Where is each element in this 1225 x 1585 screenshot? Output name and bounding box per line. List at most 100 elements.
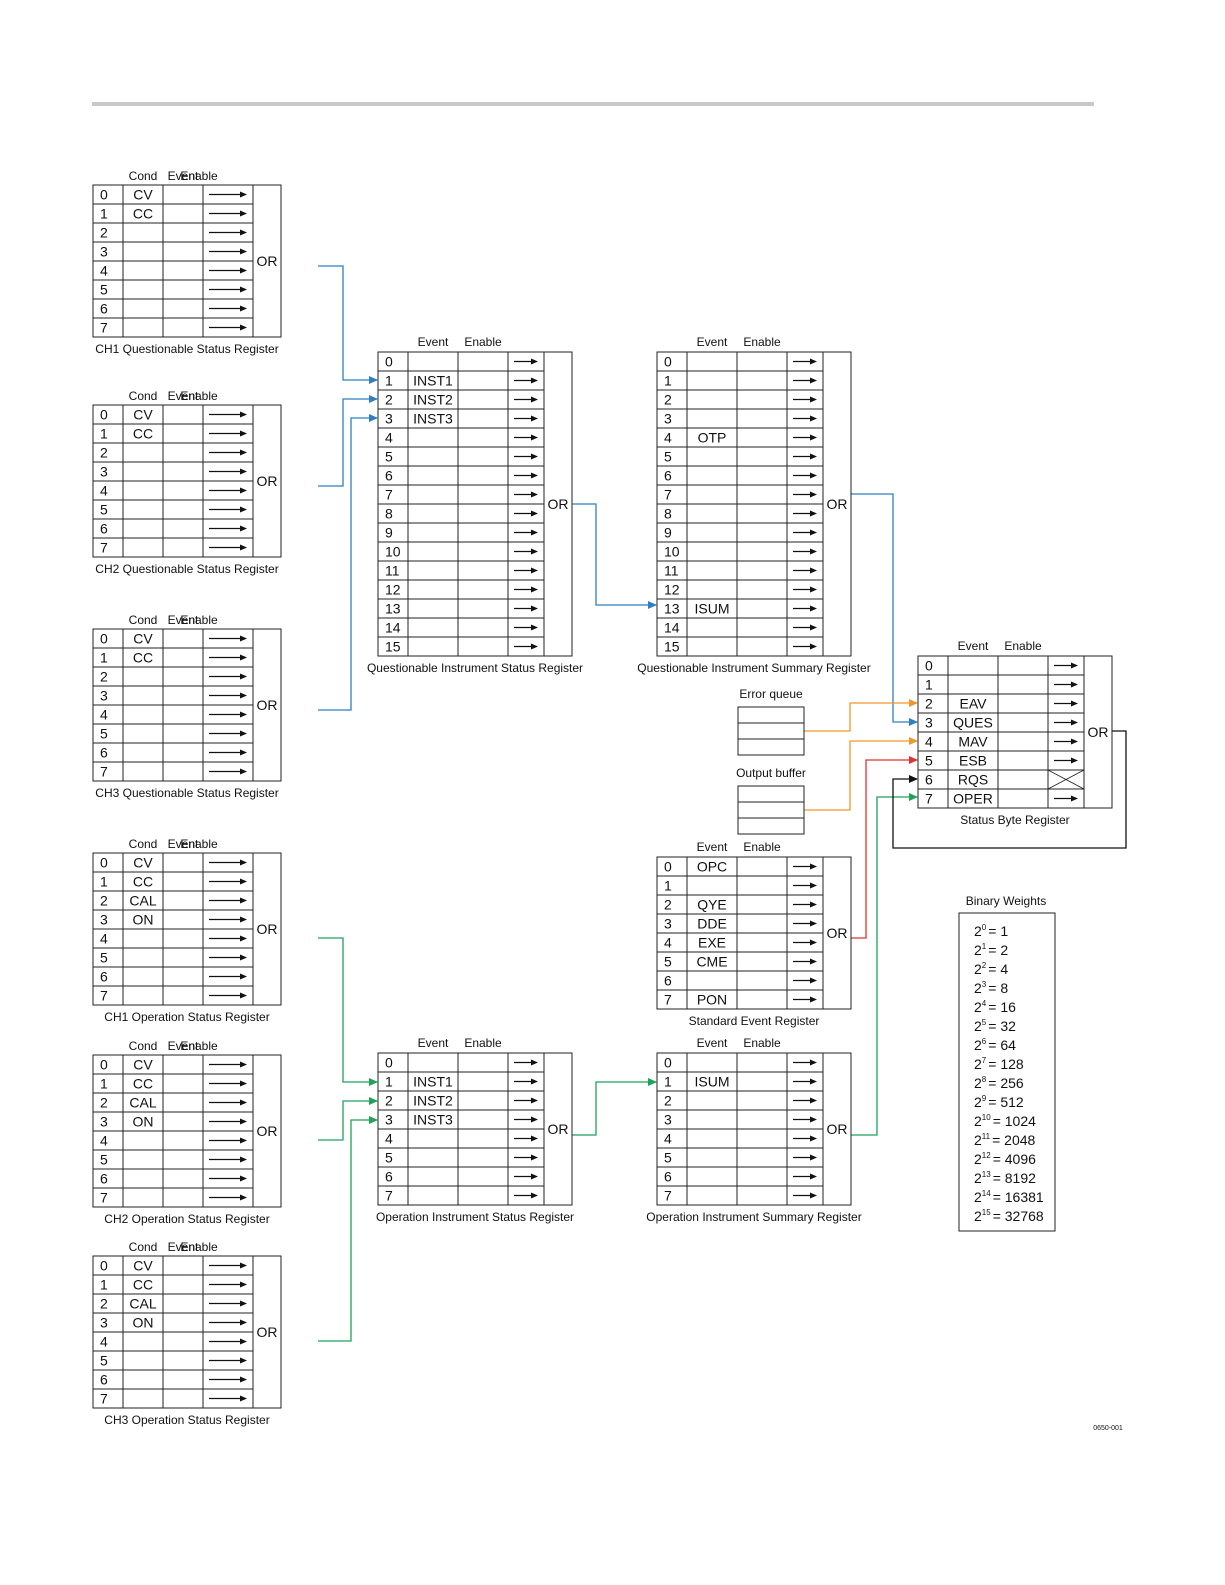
header-event: Event xyxy=(697,840,728,854)
enable-arrowhead xyxy=(240,191,247,198)
enable-arrowhead xyxy=(240,749,247,756)
bit-number: 2 xyxy=(100,1095,108,1111)
bit-number: 3 xyxy=(664,411,672,427)
bit-label: CV xyxy=(133,631,153,647)
bit-label: ISUM xyxy=(695,601,730,617)
bit-label: INST2 xyxy=(413,392,453,408)
bit-number: 2 xyxy=(664,392,672,408)
enable-arrowhead xyxy=(240,411,247,418)
enable-arrowhead xyxy=(810,624,817,631)
enable-arrowhead xyxy=(531,1192,538,1199)
enable-arrowhead xyxy=(810,1173,817,1180)
enable-arrowhead xyxy=(810,586,817,593)
enable-arrowhead xyxy=(531,472,538,479)
bit-number: 0 xyxy=(100,187,108,203)
enable-arrowhead xyxy=(531,567,538,574)
binary-weight-item: 212= 4096 xyxy=(974,1151,1036,1167)
or-label: OR xyxy=(257,253,278,269)
bit-number: 3 xyxy=(664,916,672,932)
bit-number: 0 xyxy=(100,1258,108,1274)
bit-number: 12 xyxy=(385,582,401,598)
binary-weight-item: 29= 512 xyxy=(974,1094,1024,1110)
enable-arrowhead xyxy=(810,1192,817,1199)
bit-number: 5 xyxy=(100,1353,108,1369)
connector-sbr-feedback xyxy=(892,730,1127,849)
enable-arrowhead xyxy=(531,1154,538,1161)
enable-arrowhead xyxy=(531,1059,538,1066)
enable-arrowhead xyxy=(1071,681,1078,688)
bit-number: 3 xyxy=(385,1112,393,1128)
enable-arrowhead xyxy=(240,324,247,331)
bit-number: 6 xyxy=(385,468,393,484)
bit-number: 0 xyxy=(664,354,672,370)
binary-weight-item: 211= 2048 xyxy=(974,1132,1036,1148)
enable-arrowhead xyxy=(240,506,247,513)
bit-number: 6 xyxy=(664,468,672,484)
enable-arrowhead xyxy=(810,358,817,365)
binary-weight-item: 27= 128 xyxy=(974,1056,1024,1072)
enable-arrowhead xyxy=(240,1338,247,1345)
figure-id: 0650-001 xyxy=(1093,1425,1123,1432)
enable-arrowhead xyxy=(240,544,247,551)
error-queue-title: Error queue xyxy=(739,687,803,701)
binary-weight-item: 24= 16 xyxy=(974,999,1016,1015)
bit-label: CC xyxy=(133,426,153,442)
bit-label: CV xyxy=(133,855,153,871)
bit-label: INST2 xyxy=(413,1093,453,1109)
enable-arrowhead xyxy=(1071,719,1078,726)
enable-arrowhead xyxy=(810,1116,817,1123)
bit-number: 2 xyxy=(664,1093,672,1109)
bit-number: 1 xyxy=(664,1074,672,1090)
enable-arrowhead xyxy=(810,434,817,441)
header-cond: Cond xyxy=(129,613,158,627)
bit-label: QYE xyxy=(697,897,727,913)
bit-label: CC xyxy=(133,206,153,222)
bit-label: INST3 xyxy=(413,411,453,427)
bit-number: 5 xyxy=(664,1150,672,1166)
enable-arrowhead xyxy=(531,643,538,650)
header-cond: Cond xyxy=(129,389,158,403)
header-event: Event xyxy=(168,837,199,851)
bit-number: 4 xyxy=(925,734,933,750)
enable-arrowhead xyxy=(810,491,817,498)
enable-arrowhead xyxy=(240,730,247,737)
enable-arrowhead xyxy=(810,605,817,612)
enable-arrowhead xyxy=(810,453,817,460)
connector-ch2o-ois xyxy=(318,1097,378,1141)
bit-number: 2 xyxy=(385,392,393,408)
binary-weight-item: 210= 1024 xyxy=(974,1113,1036,1129)
header-event: Event xyxy=(418,1036,449,1050)
bit-number: 6 xyxy=(664,973,672,989)
or-label: OR xyxy=(257,1123,278,1139)
connector-ois-osum xyxy=(571,1078,657,1136)
enable-arrowhead xyxy=(810,643,817,650)
enable-arrowhead xyxy=(240,248,247,255)
bit-number: 0 xyxy=(100,855,108,871)
register-title: Questionable Instrument Summary Register xyxy=(637,661,870,675)
bit-number: 13 xyxy=(664,601,680,617)
enable-arrowhead xyxy=(240,468,247,475)
bit-number: 4 xyxy=(100,483,108,499)
enable-arrowhead xyxy=(240,654,247,661)
register-title: CH2 Questionable Status Register xyxy=(95,562,278,576)
bit-number: 7 xyxy=(100,540,108,556)
header-event: Event xyxy=(168,613,199,627)
connector-ch3o-ois xyxy=(318,1116,378,1342)
bit-number: 5 xyxy=(925,753,933,769)
bit-number: 0 xyxy=(385,354,393,370)
bit-label: CAL xyxy=(129,893,156,909)
enable-arrowhead xyxy=(240,1194,247,1201)
enable-arrowhead xyxy=(240,229,247,236)
enable-arrowhead xyxy=(240,487,247,494)
binary-weight-item: 213= 8192 xyxy=(974,1170,1036,1186)
bit-number: 1 xyxy=(100,426,108,442)
enable-arrowhead xyxy=(240,954,247,961)
bit-number: 4 xyxy=(664,430,672,446)
bit-number: 2 xyxy=(100,669,108,685)
bit-number: 0 xyxy=(100,631,108,647)
enable-arrowhead xyxy=(240,1175,247,1182)
bit-number: 6 xyxy=(100,1372,108,1388)
enable-arrowhead xyxy=(1071,662,1078,669)
enable-arrowhead xyxy=(240,878,247,885)
